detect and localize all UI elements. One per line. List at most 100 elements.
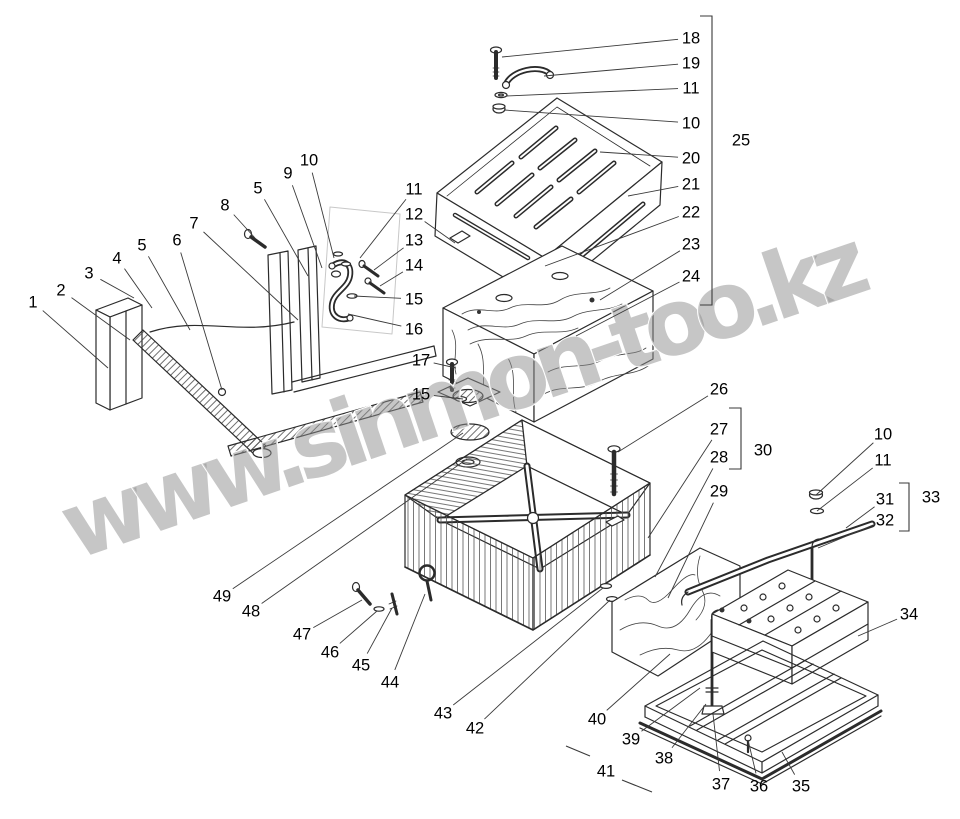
callout-label: 31 [876, 491, 894, 509]
leader-line [353, 295, 402, 299]
leader-line [100, 278, 135, 299]
callout-label: 10 [682, 115, 700, 133]
leader-line [291, 185, 323, 269]
callout-label: 7 [189, 215, 198, 233]
callout-label: 35 [792, 778, 810, 796]
callout-label: 18 [682, 30, 700, 48]
callout-label: 2 [56, 282, 65, 300]
fasteners-bottom-left [351, 564, 436, 616]
leader-line [815, 442, 874, 496]
leader-line [671, 703, 707, 749]
exploded-drawing [95, 46, 883, 785]
callout-label: 47 [293, 626, 311, 644]
leader-line [148, 256, 191, 331]
leader-lines [42, 38, 898, 775]
callout-label: 1 [28, 294, 37, 312]
leader-line [379, 271, 404, 287]
callout-label: 29 [710, 483, 728, 501]
callout-label: 13 [405, 232, 423, 250]
bracket-33 [899, 482, 910, 532]
leader-line [433, 362, 457, 369]
fasteners-above-lid [489, 46, 555, 114]
part-battery-box-body [404, 419, 651, 631]
leader-line [654, 468, 714, 578]
callout-label: 5 [253, 180, 262, 198]
callout-label: 25 [732, 132, 750, 150]
part-insulation-case [442, 245, 654, 423]
leader-line [180, 252, 223, 391]
bracket-41 [565, 745, 653, 793]
callout-label: 40 [588, 711, 606, 729]
callout-label: 9 [283, 165, 292, 183]
leader-line [544, 216, 679, 267]
leader-line [503, 109, 679, 123]
callout-label: 11 [874, 452, 891, 470]
callout-label: 22 [682, 204, 700, 222]
leader-line [424, 221, 456, 244]
callout-label: 17 [412, 352, 430, 370]
leader-line [366, 607, 393, 654]
callout-label: 48 [242, 603, 260, 621]
leader-line [857, 618, 898, 637]
leader-line [647, 439, 713, 539]
callout-label: 34 [900, 606, 918, 624]
leader-line [747, 739, 757, 774]
callout-label: 11 [682, 80, 699, 98]
part-hold-down-strap [328, 259, 354, 323]
callout-brackets [565, 15, 910, 793]
leader-line [781, 751, 796, 775]
leader-line [627, 185, 679, 197]
ghost-outline [321, 206, 401, 335]
callout-labels: 1819111025202122232410958765432111121314… [28, 30, 940, 796]
callout-label: 10 [300, 152, 318, 170]
callout-label: 11 [405, 181, 422, 199]
bracket-25 [700, 15, 713, 306]
callout-label: 26 [710, 381, 728, 399]
callout-label: 16 [405, 321, 423, 339]
leader-line [347, 313, 402, 327]
callout-label: 46 [321, 644, 339, 662]
bracket-30 [729, 407, 742, 470]
leader-line [712, 713, 720, 772]
leader-line [845, 506, 875, 529]
callout-label: 10 [874, 426, 892, 444]
callout-label: 41 [597, 763, 615, 781]
part-battery-frame [638, 640, 883, 785]
callout-label: 4 [112, 250, 121, 268]
leader-line [599, 151, 679, 158]
fastener-bolt-17 [437, 358, 501, 407]
leader-line [599, 250, 681, 301]
callout-label: 28 [710, 449, 728, 467]
lid-corner-pad [449, 230, 471, 244]
callout-label: 44 [381, 674, 399, 692]
callout-label: 15 [405, 291, 423, 309]
callout-label: 3 [84, 265, 93, 283]
callout-label: 39 [622, 731, 640, 749]
callout-label: 43 [434, 705, 452, 723]
callout-label: 15 [412, 386, 430, 404]
leader-line [641, 687, 701, 732]
callout-label: 49 [213, 588, 231, 606]
callout-label: 5 [137, 237, 146, 255]
leader-line [501, 38, 679, 58]
part-clamp-strap-31 [681, 520, 876, 606]
leader-line [264, 199, 309, 277]
callout-label: 30 [754, 442, 772, 460]
leader-line [233, 214, 256, 239]
callout-label: 12 [405, 206, 423, 224]
leader-line [606, 653, 671, 711]
callout-label: 42 [466, 720, 484, 738]
leader-line [433, 395, 464, 400]
leader-line [124, 268, 153, 309]
leader-line [261, 458, 468, 604]
callout-label: 33 [922, 489, 940, 507]
leader-line [71, 297, 131, 341]
callout-label: 14 [405, 257, 423, 275]
part-batteries [711, 569, 869, 685]
callout-label: 8 [220, 197, 229, 215]
callout-label: 32 [876, 512, 894, 530]
part-mounting-bracket [95, 206, 437, 459]
callout-label: 19 [682, 55, 700, 73]
leader-line [311, 172, 335, 259]
